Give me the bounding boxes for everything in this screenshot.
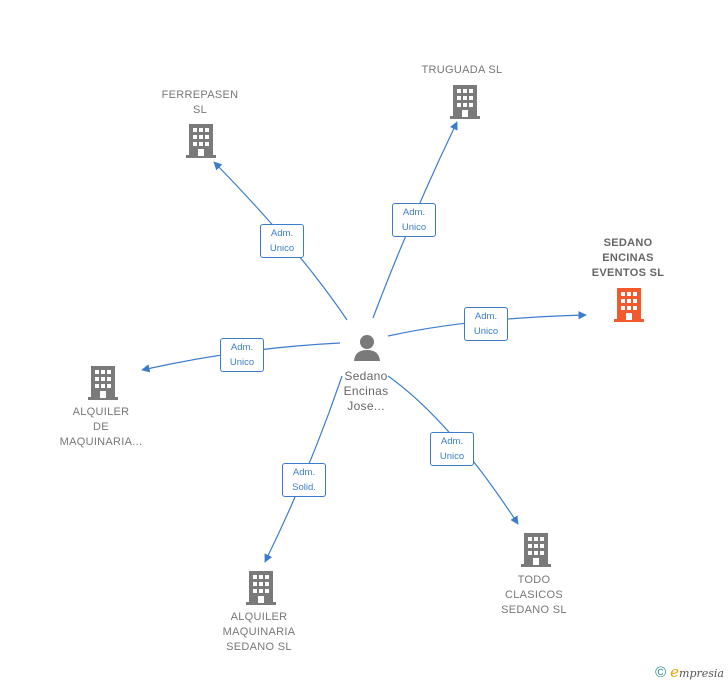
node-label-alquiler-maquinaria-sedano[interactable]: ALQUILER MAQUINARIA SEDANO SL xyxy=(222,611,296,653)
node-label-alquiler-de-maquinaria[interactable]: ALQUILER DE MAQUINARIA... xyxy=(59,406,143,448)
building-icon-focus[interactable] xyxy=(614,288,644,322)
person-icon[interactable] xyxy=(354,335,380,361)
node-label-sedano-encinas-eventos[interactable]: SEDANO ENCINAS EVENTOS SL xyxy=(591,237,665,279)
node-label-truguada[interactable]: TRUGUADA SL xyxy=(421,64,503,76)
building-icon[interactable] xyxy=(246,571,276,605)
edge-label-todo-clasicos: Adm. Unico xyxy=(430,432,474,466)
edge-label-truguada: Adm. Unico xyxy=(392,203,436,237)
building-icon[interactable] xyxy=(521,533,551,567)
node-label-todo-clasicos[interactable]: TODO CLASICOS SEDANO SL xyxy=(501,574,567,616)
node-label-person[interactable]: Sedano Encinas Jose... xyxy=(343,369,389,413)
building-icon[interactable] xyxy=(186,124,216,158)
copyright-symbol: © xyxy=(655,664,667,681)
edge-label-ferrepasen: Adm. Unico xyxy=(260,224,304,258)
building-icon[interactable] xyxy=(450,85,480,119)
building-icon[interactable] xyxy=(88,366,118,400)
brand-footer: ©empresia xyxy=(655,663,724,681)
brand-logo: empresia xyxy=(670,663,724,681)
node-label-ferrepasen[interactable]: FERREPASEN SL xyxy=(161,89,239,116)
edge-label-alquiler-maquinaria-sedano: Adm. Solid. xyxy=(282,463,326,497)
edge-label-alquiler-de-maquinaria: Adm. Unico xyxy=(220,338,264,372)
edge-label-sedano-encinas-eventos: Adm. Unico xyxy=(464,307,508,341)
